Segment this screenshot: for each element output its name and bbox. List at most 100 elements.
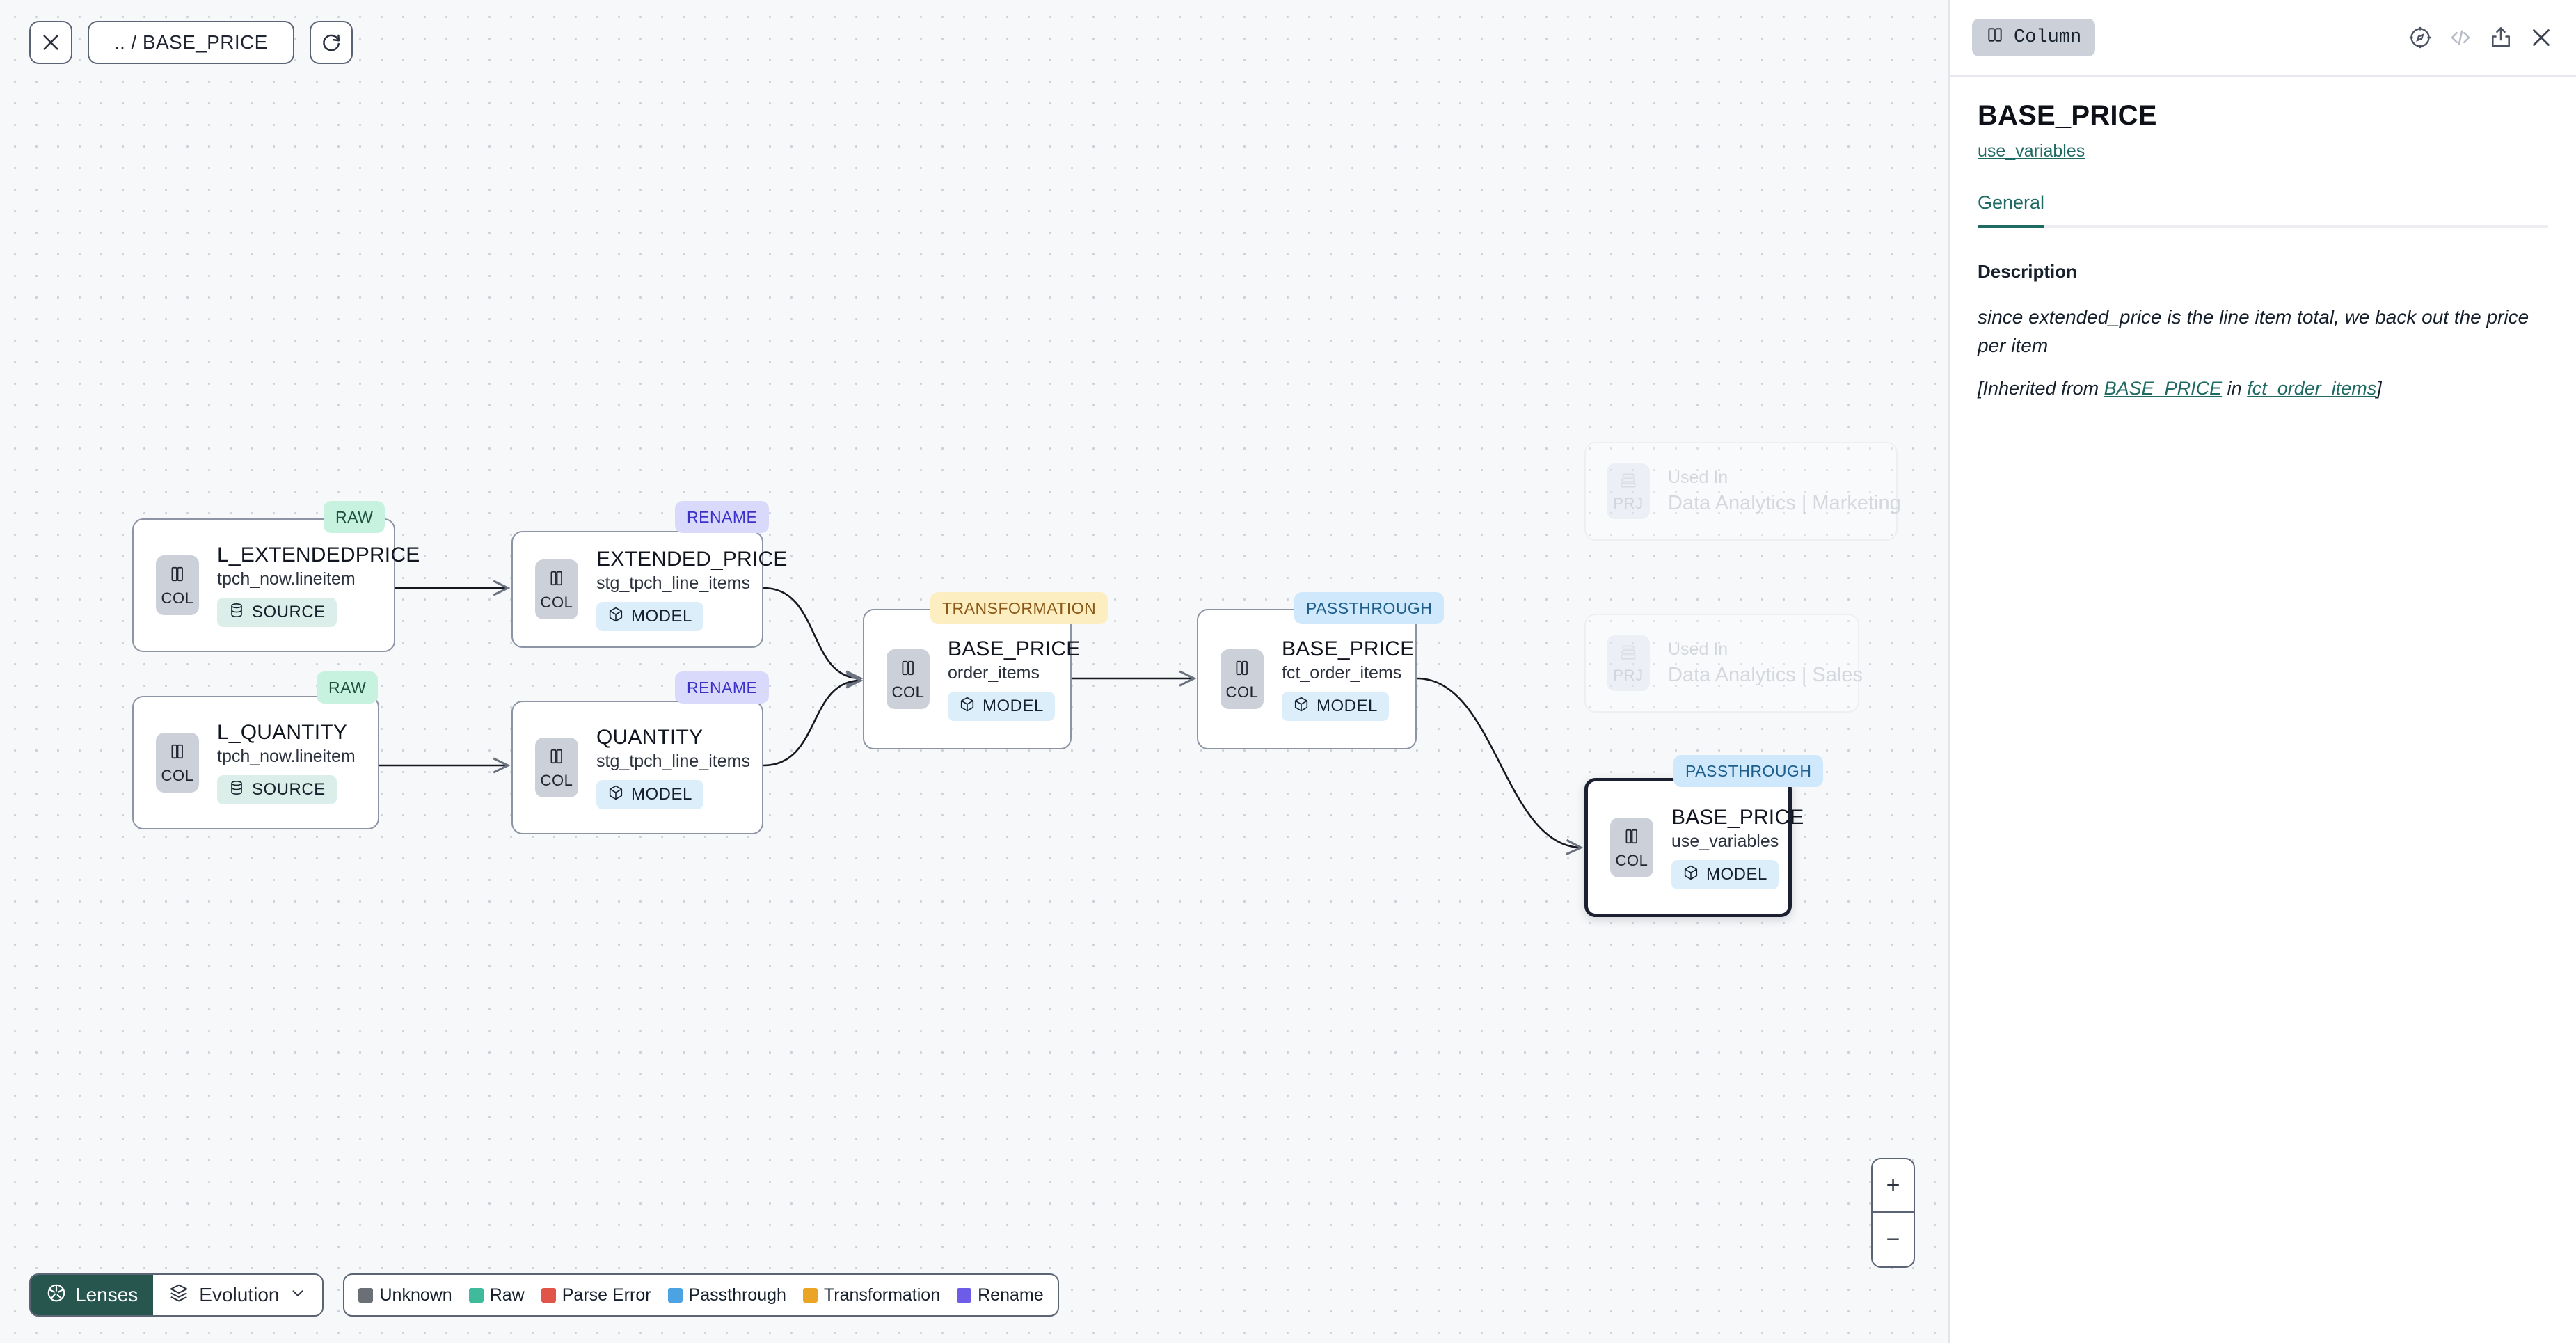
details-panel: Column bbox=[1948, 0, 2576, 1343]
column-icon bbox=[1623, 826, 1641, 850]
share-icon[interactable] bbox=[2488, 25, 2513, 50]
inherited-suffix: ] bbox=[2376, 378, 2382, 399]
zoom-out-button[interactable]: − bbox=[1886, 1226, 1900, 1253]
zoom-in-button[interactable]: + bbox=[1873, 1159, 1914, 1213]
close-icon bbox=[40, 31, 62, 54]
legend-item-passthrough[interactable]: Passthrough bbox=[667, 1285, 786, 1305]
node-type-tag-base_price_fct_order_items: PASSTHROUGH bbox=[1294, 592, 1445, 624]
node-column-name: QUANTITY bbox=[596, 726, 703, 749]
inherited-note: [Inherited from BASE_PRICE in fct_order_… bbox=[1978, 378, 2548, 399]
tab-general[interactable]: General bbox=[1978, 192, 2045, 228]
node-parent-name: stg_tpch_line_items bbox=[596, 752, 750, 771]
database-icon bbox=[228, 779, 245, 801]
lenses-button[interactable]: Lenses bbox=[31, 1275, 154, 1315]
legend-item-raw[interactable]: Raw bbox=[468, 1285, 525, 1305]
column-kind-chip: COL bbox=[156, 733, 199, 793]
materialization-badge: SOURCE bbox=[217, 598, 337, 627]
code-icon[interactable] bbox=[2448, 25, 2473, 50]
refresh-button[interactable] bbox=[309, 21, 353, 64]
legend-label: Parse Error bbox=[562, 1285, 651, 1305]
inherited-model-link[interactable]: fct_order_items bbox=[2247, 378, 2377, 399]
column-kind-chip: COL bbox=[535, 738, 578, 797]
used-in-label: Used In bbox=[1668, 468, 1728, 487]
lineage-edge bbox=[1416, 677, 1584, 855]
materialization-label: MODEL bbox=[631, 607, 692, 626]
column-kind-chip: COL bbox=[156, 555, 199, 615]
breadcrumb[interactable]: .. / BASE_PRICE bbox=[88, 21, 294, 64]
panel-actions bbox=[2408, 25, 2554, 50]
column-kind-chip: COL bbox=[535, 559, 578, 619]
legend-label: Transformation bbox=[823, 1285, 941, 1305]
entity-type-badge[interactable]: Column bbox=[1972, 19, 2096, 56]
legend-item-unknown[interactable]: Unknown bbox=[358, 1285, 452, 1305]
panel-tabs: General bbox=[1978, 192, 2548, 228]
node-type-tag-base_price_order_items: TRANSFORMATION bbox=[930, 592, 1108, 624]
legend-swatch bbox=[802, 1287, 818, 1303]
lineage-edge bbox=[763, 672, 864, 767]
node-column-name: L_QUANTITY bbox=[217, 721, 348, 744]
column-icon bbox=[1233, 658, 1251, 682]
lenses-label: Lenses bbox=[75, 1284, 138, 1305]
column-kind-chip: COL bbox=[1221, 649, 1264, 709]
node-type-tag-base_price_use_variables: PASSTHROUGH bbox=[1673, 755, 1824, 787]
column-icon bbox=[548, 746, 566, 770]
materialization-badge: MODEL bbox=[596, 780, 703, 809]
refresh-icon bbox=[320, 31, 342, 54]
aperture-icon bbox=[46, 1282, 67, 1308]
kind-label: COL bbox=[540, 771, 573, 789]
legend-item-parse-error[interactable]: Parse Error bbox=[541, 1285, 651, 1305]
legend-swatch bbox=[957, 1287, 972, 1303]
node-type-tag-extended_price: RENAME bbox=[675, 501, 770, 533]
legend-item-transformation[interactable]: Transformation bbox=[802, 1285, 941, 1305]
project-icon bbox=[1619, 470, 1637, 493]
compass-icon[interactable] bbox=[2408, 25, 2433, 50]
node-type-tag-l_extendedprice: RAW bbox=[324, 501, 385, 533]
project-name: Data Analytics | Sales bbox=[1668, 664, 1863, 686]
project-kind-chip: PRJ bbox=[1607, 635, 1650, 691]
legend-label: Rename bbox=[978, 1285, 1044, 1305]
node-column-name: BASE_PRICE bbox=[1282, 637, 1415, 660]
materialization-badge: MODEL bbox=[1671, 860, 1779, 889]
cube-icon bbox=[959, 696, 976, 717]
materialization-label: MODEL bbox=[1706, 865, 1767, 884]
inherited-column-link[interactable]: BASE_PRICE bbox=[2104, 378, 2223, 399]
node-column-name: EXTENDED_PRICE bbox=[596, 548, 788, 571]
zoom-controls: + − bbox=[1871, 1158, 1915, 1268]
cube-icon bbox=[1293, 696, 1310, 717]
node-column-name: BASE_PRICE bbox=[948, 637, 1081, 660]
column-kind-chip: COL bbox=[887, 649, 930, 709]
close-icon[interactable] bbox=[2529, 25, 2554, 50]
project-kind-chip: PRJ bbox=[1607, 463, 1650, 519]
materialization-label: MODEL bbox=[1317, 697, 1378, 715]
panel-header: Column bbox=[1950, 0, 2576, 77]
legend-swatch bbox=[468, 1287, 484, 1303]
canvas-bottom-bar: Lenses Evolution bbox=[29, 1273, 1059, 1317]
kind-label: COL bbox=[891, 683, 925, 701]
kind-label: COL bbox=[540, 593, 573, 611]
breadcrumb-label: .. / BASE_PRICE bbox=[114, 31, 268, 53]
lenses-control: Lenses Evolution bbox=[29, 1273, 324, 1317]
database-icon bbox=[228, 602, 245, 623]
chevron-down-icon bbox=[289, 1284, 307, 1307]
kind-label: COL bbox=[161, 589, 194, 607]
evolution-dropdown[interactable]: Evolution bbox=[153, 1275, 323, 1315]
parent-model-link[interactable]: use_variables bbox=[1978, 141, 2085, 161]
legend-swatch bbox=[358, 1287, 374, 1303]
kind-label: COL bbox=[1225, 683, 1259, 701]
materialization-label: MODEL bbox=[631, 785, 692, 804]
kind-label: PRJ bbox=[1613, 494, 1644, 512]
canvas-top-controls: .. / BASE_PRICE bbox=[29, 21, 353, 64]
close-button[interactable] bbox=[29, 21, 72, 64]
node-parent-name: use_variables bbox=[1671, 832, 1779, 851]
materialization-badge: SOURCE bbox=[217, 775, 337, 804]
legend-item-rename[interactable]: Rename bbox=[957, 1285, 1044, 1305]
